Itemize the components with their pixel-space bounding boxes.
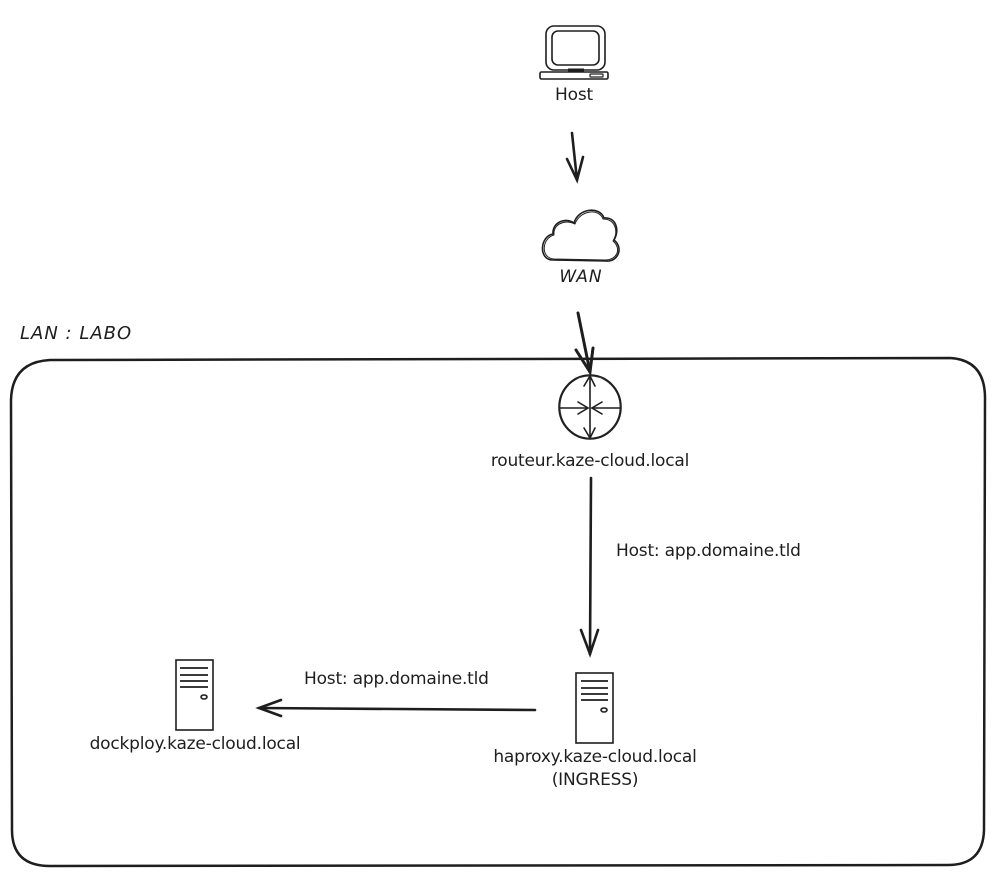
desktop-computer-icon[interactable] — [539, 25, 609, 80]
node-label-wan: WAN — [559, 267, 603, 287]
node-label-router: routeur.kaze-cloud.local — [490, 451, 690, 471]
router-icon[interactable] — [558, 374, 622, 440]
edge-router-to-haproxy — [579, 476, 600, 658]
node-sublabel-haproxy: (INGRESS) — [551, 770, 639, 790]
edge-label-haproxy-dockploy: Host: app.domaine.tld — [304, 669, 489, 689]
edge-wan-to-router — [574, 311, 595, 377]
cloud-icon[interactable] — [541, 209, 620, 262]
node-label-haproxy: haproxy.kaze-cloud.local — [493, 747, 697, 767]
server-icon-haproxy[interactable] — [575, 672, 614, 744]
server-icon-dockploy[interactable] — [175, 659, 214, 731]
edge-label-router-haproxy: Host: app.domaine.tld — [616, 541, 801, 561]
lan-group-label: LAN : LABO — [20, 323, 133, 344]
node-label-dockploy: dockploy.kaze-cloud.local — [89, 734, 301, 754]
node-label-host: Host — [555, 85, 593, 105]
edge-haproxy-to-dockploy — [255, 698, 537, 718]
edge-host-to-wan — [565, 131, 585, 184]
lan-group-boundary[interactable] — [9, 356, 987, 868]
